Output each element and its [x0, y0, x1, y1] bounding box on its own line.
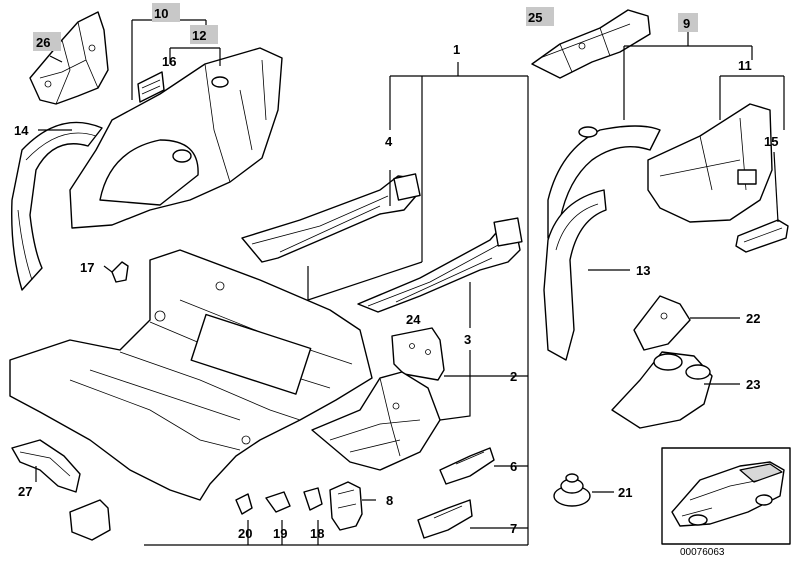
part-18-clip	[303, 487, 323, 511]
highlight-25	[526, 7, 554, 26]
callout-24: 24	[406, 312, 421, 327]
car-thumbnail	[661, 447, 791, 545]
callout-16: 16	[162, 54, 176, 69]
diagram-code: 00076063	[680, 547, 725, 558]
callout-2: 2	[510, 369, 517, 384]
callout-17: 17	[80, 260, 94, 275]
part-3-cross-member	[357, 217, 523, 313]
highlight-12	[190, 25, 218, 44]
callout-13: 13	[636, 263, 650, 278]
part-15-strip	[735, 219, 789, 253]
callout-11: 11	[738, 58, 752, 73]
part-11-wheelhouse	[647, 103, 773, 223]
part-27b-bracket	[69, 499, 111, 541]
callout-3: 3	[464, 332, 471, 347]
part-21-grommet	[553, 473, 591, 507]
part-17-clip	[111, 261, 129, 283]
part-7-bracket	[417, 499, 473, 539]
part-8-bracket	[329, 481, 363, 531]
callout-21: 21	[618, 485, 632, 500]
callout-6: 6	[510, 459, 517, 474]
part-16-bracket	[137, 71, 165, 103]
callout-25: 25	[528, 10, 542, 25]
part-4-cross-member	[241, 173, 421, 263]
callout-7: 7	[510, 521, 517, 536]
callout-22: 22	[746, 311, 760, 326]
part-23-mount	[611, 351, 713, 429]
callout-18: 18	[310, 526, 324, 541]
part-27-bracket	[11, 439, 81, 493]
part-floor-pan	[9, 249, 373, 501]
part-22-bracket	[633, 295, 691, 351]
callout-14: 14	[14, 123, 29, 138]
part-10-wheelhouse	[69, 47, 283, 229]
callout-12: 12	[192, 28, 206, 43]
part-24-plate	[391, 327, 445, 381]
callout-1: 1	[453, 42, 460, 57]
highlight-26	[33, 32, 61, 51]
part-13-arch	[543, 189, 607, 361]
highlight-10	[152, 3, 180, 22]
callout-15: 15	[764, 134, 778, 149]
callout-20: 20	[238, 526, 252, 541]
part-2-rear-section	[311, 371, 441, 471]
part-14-wheel-arch	[11, 121, 103, 291]
part-19-clip	[265, 491, 291, 513]
part-6-bracket	[439, 447, 495, 485]
part-26-panel	[29, 11, 109, 105]
callout-10: 10	[154, 6, 168, 21]
leader-lines	[35, 19, 785, 546]
callout-8: 8	[386, 493, 393, 508]
part-25-panel	[531, 9, 651, 79]
part-9-wheelhouse	[547, 125, 661, 239]
callout-27: 27	[18, 484, 32, 499]
highlight-9	[678, 13, 698, 32]
callout-9: 9	[683, 16, 690, 31]
callout-26: 26	[36, 35, 50, 50]
part-20-clip	[235, 493, 253, 515]
callout-23: 23	[746, 377, 760, 392]
callout-4: 4	[385, 134, 393, 149]
callout-19: 19	[273, 526, 287, 541]
